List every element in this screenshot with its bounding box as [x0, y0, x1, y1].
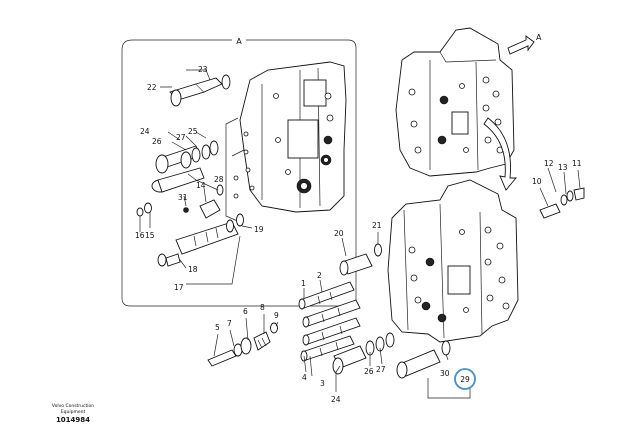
detail-label-group: 22 23 24 26 27 25 28 14 31 15 16 19 18 1…	[135, 65, 264, 292]
main-label: 8	[260, 303, 265, 312]
detail-label: 17	[174, 283, 184, 292]
footer-code: 1014984	[56, 416, 90, 424]
detail-label: 16	[135, 231, 145, 240]
detail-label: 19	[254, 225, 264, 234]
main-label: 27	[376, 365, 386, 374]
main-label: 6	[243, 307, 248, 316]
main-label-group: 20 21 1 2 3 4 5 6 7 8 9 24 26 27 30 29 1…	[215, 159, 582, 404]
main-label: 5	[215, 323, 220, 332]
highlighted-label: 29	[460, 375, 470, 384]
detail-valve-body	[225, 61, 347, 223]
detail-label: 18	[188, 265, 198, 274]
highlight-circle	[454, 368, 476, 390]
main-label: 4	[302, 373, 307, 382]
main-label: 10	[532, 177, 542, 186]
main-label: 7	[227, 319, 232, 328]
main-label: 1	[301, 279, 306, 288]
main-label: 24	[331, 395, 341, 404]
main-label: 26	[364, 367, 374, 376]
main-label: 30	[440, 369, 450, 378]
main-valve-body	[387, 179, 519, 343]
main-label: 9	[274, 311, 279, 320]
detail-label: 24	[140, 127, 150, 136]
footer-brand-sub: Equipment	[61, 409, 86, 415]
footer-brand: Volvo Construction	[52, 403, 94, 409]
detail-parts	[136, 74, 244, 267]
main-label: 20	[334, 229, 344, 238]
detail-label: 26	[152, 137, 162, 146]
detail-label: 25	[188, 127, 198, 136]
detail-label: 27	[176, 133, 186, 142]
detail-leaders	[139, 69, 253, 285]
detail-label: 15	[145, 231, 155, 240]
main-label: 13	[558, 163, 568, 172]
view-label: A	[236, 37, 242, 46]
view-arrow: A	[483, 33, 542, 191]
main-label: 2	[317, 271, 322, 280]
footer: Volvo Construction Equipment 1014984	[52, 403, 94, 424]
detail-label: 31	[178, 193, 188, 202]
main-parts	[207, 187, 585, 379]
main-label: 11	[572, 159, 582, 168]
main-label: 12	[544, 159, 554, 168]
detail-label: 22	[147, 83, 157, 92]
detail-label: 28	[214, 175, 224, 184]
detail-label: 23	[198, 65, 208, 74]
main-label: 3	[320, 379, 325, 388]
main-leaders	[213, 167, 581, 399]
highlighted-callout: 29	[454, 368, 476, 390]
detail-label: 14	[196, 181, 206, 190]
main-label: 21	[372, 221, 382, 230]
arrow-label: A	[536, 33, 542, 42]
upper-valve-body	[395, 27, 515, 177]
